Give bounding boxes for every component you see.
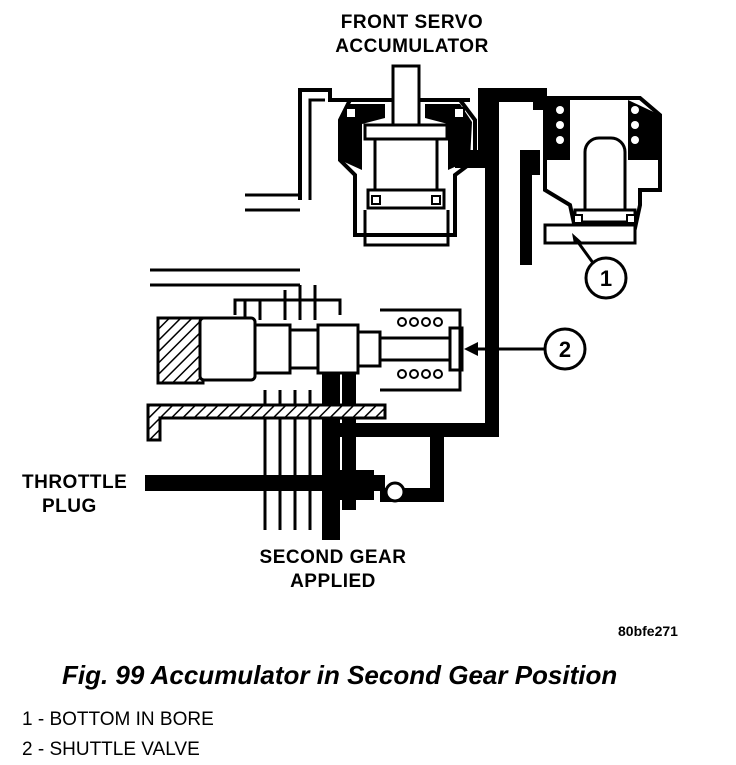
valve-body-passages bbox=[146, 193, 387, 530]
callout-2: 2 bbox=[464, 327, 587, 371]
callout-2-number: 2 bbox=[559, 337, 571, 362]
front-servo-accumulator bbox=[298, 64, 485, 247]
figure-caption: Fig. 99 Accumulator in Second Gear Posit… bbox=[62, 660, 618, 690]
callout-1: 1 bbox=[572, 233, 628, 300]
rear-accumulator bbox=[520, 96, 662, 265]
second-gear-label: SECOND GEAR bbox=[260, 547, 407, 568]
applied-label: APPLIED bbox=[290, 571, 376, 592]
shuttle-valve-assembly bbox=[156, 298, 464, 392]
legend-item: 2 - SHUTTLE VALVE bbox=[22, 739, 200, 760]
front-servo-label: FRONT SERVO bbox=[341, 12, 483, 33]
throttle-label: THROTTLE bbox=[22, 472, 127, 493]
accumulator-label: ACCUMULATOR bbox=[335, 36, 489, 57]
callout-1-number: 1 bbox=[600, 266, 612, 291]
legend: 1 - BOTTOM IN BORE 2 - SHUTTLE VALVE bbox=[22, 705, 214, 765]
legend-item: 1 - BOTTOM IN BORE bbox=[22, 709, 214, 730]
figure-reference-code: 80bfe271 bbox=[618, 623, 678, 639]
plug-label: PLUG bbox=[42, 496, 97, 517]
